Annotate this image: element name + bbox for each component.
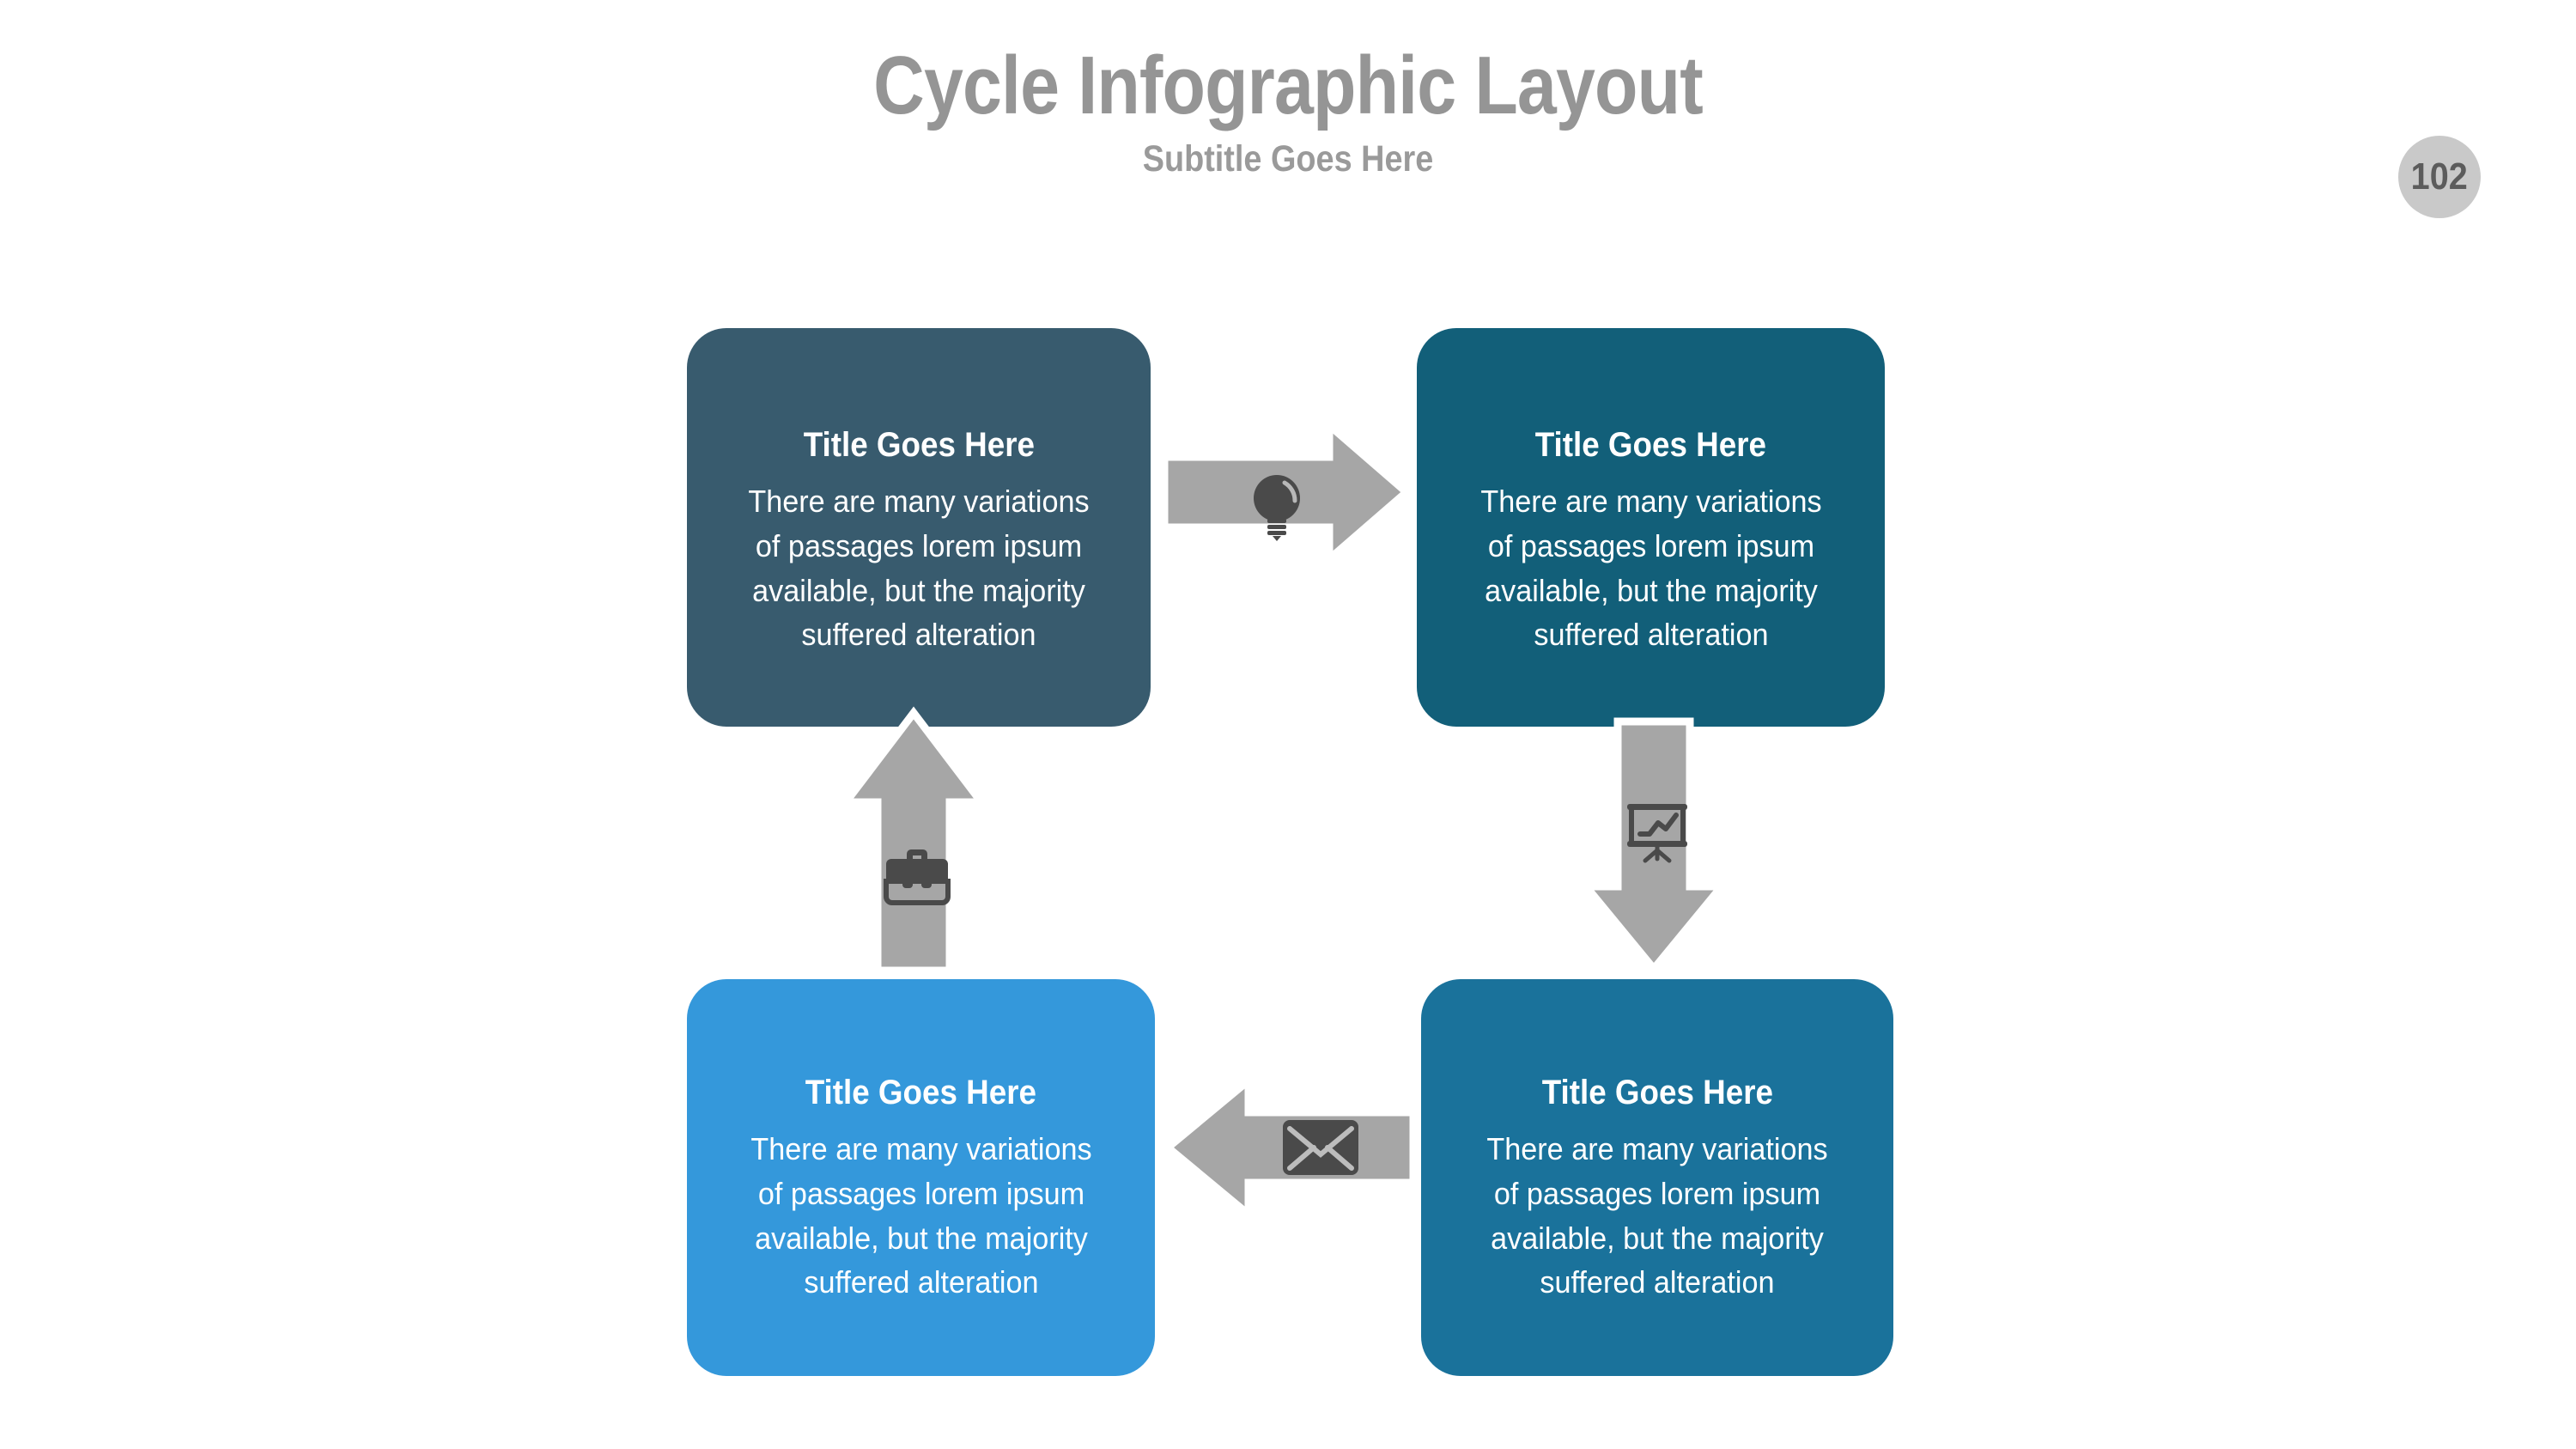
page-title: Cycle Infographic Layout [873, 40, 1704, 131]
page-number-badge: 102 [2398, 136, 2481, 218]
cycle-card-bottom-left[interactable]: Title Goes Here There are many variation… [687, 979, 1155, 1376]
cycle-card-top-right[interactable]: Title Goes Here There are many variation… [1417, 328, 1885, 727]
cycle-card-title: Title Goes Here [803, 426, 1035, 464]
arrow-up-left [837, 706, 990, 975]
page-number-label: 102 [2410, 155, 2469, 198]
cycle-card-top-left[interactable]: Title Goes Here There are many variation… [687, 328, 1151, 727]
cycle-card-body: There are many variations of passages lo… [748, 484, 1090, 653]
cycle-card-title: Title Goes Here [1541, 1074, 1773, 1111]
cycle-card-body: There are many variations of passages lo… [750, 1131, 1092, 1300]
briefcase-icon [883, 842, 951, 909]
slide-header: Cycle Infographic Layout Subtitle Goes H… [0, 0, 2576, 178]
page-subtitle: Subtitle Goes Here [1142, 138, 1434, 180]
lightbulb-icon [1247, 472, 1307, 541]
cycle-card-bottom-right[interactable]: Title Goes Here There are many variation… [1421, 979, 1893, 1376]
cycle-card-title: Title Goes Here [1534, 426, 1767, 464]
cycle-card-body: There are many variations of passages lo… [1479, 484, 1822, 653]
presentation-chart-icon [1623, 797, 1692, 866]
cycle-card-title: Title Goes Here [805, 1074, 1037, 1111]
envelope-icon [1281, 1117, 1360, 1178]
cycle-card-body: There are many variations of passages lo… [1486, 1131, 1828, 1300]
